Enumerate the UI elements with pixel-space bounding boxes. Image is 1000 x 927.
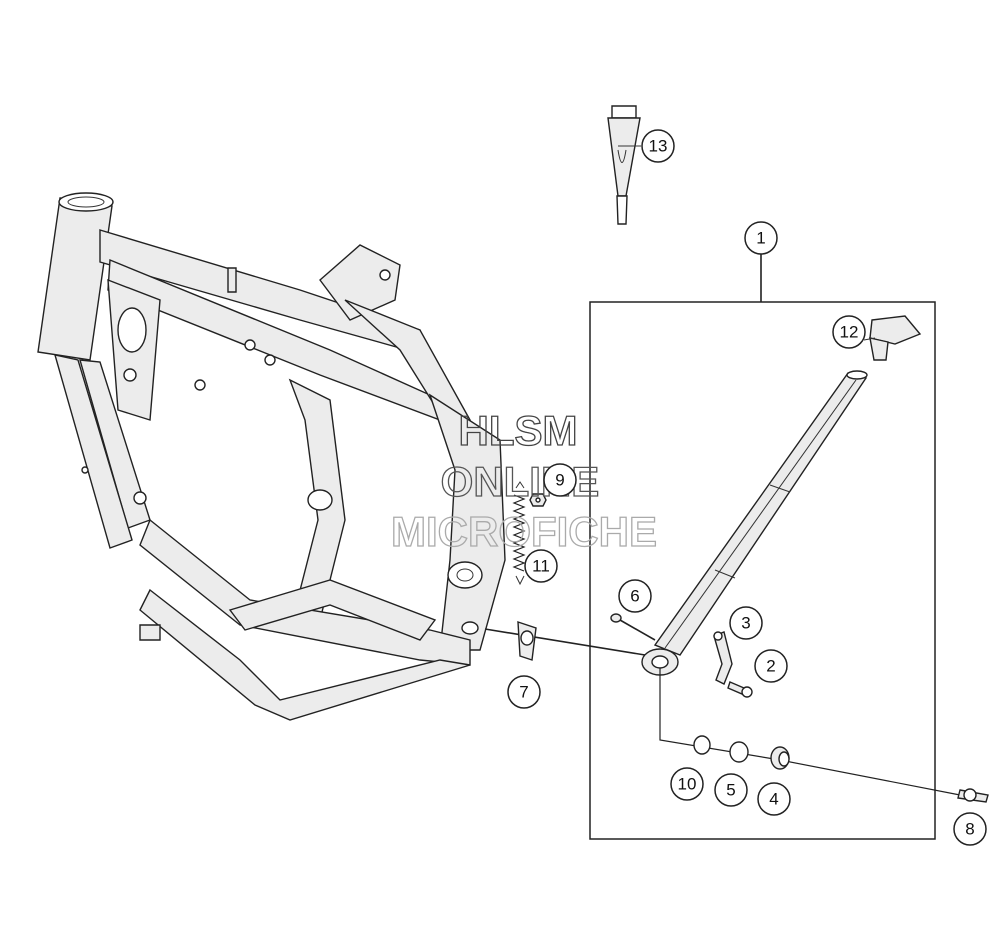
part-8-bolt (957, 788, 989, 803)
callout-9[interactable]: 9 (543, 463, 577, 497)
callout-9-label: 9 (555, 471, 564, 490)
callout-5[interactable]: 5 (714, 773, 748, 807)
watermark-line-1: HLSM (459, 407, 578, 454)
part-3-bracket (713, 631, 733, 685)
callout-12[interactable]: 12 (832, 315, 866, 349)
callout-7[interactable]: 7 (507, 675, 541, 709)
callout-13-label: 13 (649, 137, 668, 156)
callout-10[interactable]: 10 (670, 767, 704, 801)
callout-8-label: 8 (965, 820, 974, 839)
part-5-washer (729, 741, 749, 763)
callout-5-label: 5 (726, 781, 735, 800)
callout-12-label: 12 (840, 323, 859, 342)
callout-3[interactable]: 3 (729, 606, 763, 640)
part-12-rubber-foot (869, 315, 922, 361)
callout-4[interactable]: 4 (757, 782, 791, 816)
part-10-washer (693, 735, 711, 755)
assembly-box (589, 301, 936, 840)
part-11-spring (512, 481, 526, 586)
callout-4-label: 4 (769, 790, 778, 809)
callout-7-label: 7 (519, 683, 528, 702)
callout-2[interactable]: 2 (754, 649, 788, 683)
part-4-bushing (770, 746, 790, 770)
callout-11-label: 11 (532, 557, 550, 576)
part-13-strap (607, 105, 641, 225)
callout-leaders (618, 145, 876, 341)
assembly-path (659, 668, 961, 796)
callout-2-label: 2 (766, 657, 775, 676)
side-stand-leg (641, 370, 868, 676)
callout-1-label: 1 (756, 229, 765, 248)
callout-8[interactable]: 8 (953, 812, 987, 846)
part-7-bracket-plate (517, 621, 537, 661)
watermark: HLSM ONLINE MICROFICHE (390, 406, 657, 555)
callout-3-label: 3 (741, 614, 750, 633)
part-6-bolt (610, 613, 656, 641)
callout-11[interactable]: 11 (524, 549, 558, 583)
part-2-screw (727, 681, 753, 698)
motorcycle-frame (37, 192, 506, 721)
callout-6[interactable]: 6 (618, 579, 652, 613)
watermark-line-3: MICROFICHE (391, 508, 657, 555)
callout-1[interactable]: 1 (744, 221, 778, 255)
assembly-line-frame (484, 628, 646, 656)
callout-13[interactable]: 13 (641, 129, 675, 163)
part-9-nut (529, 493, 547, 507)
callout-6-label: 6 (630, 587, 639, 606)
callout-10-label: 10 (678, 775, 697, 794)
